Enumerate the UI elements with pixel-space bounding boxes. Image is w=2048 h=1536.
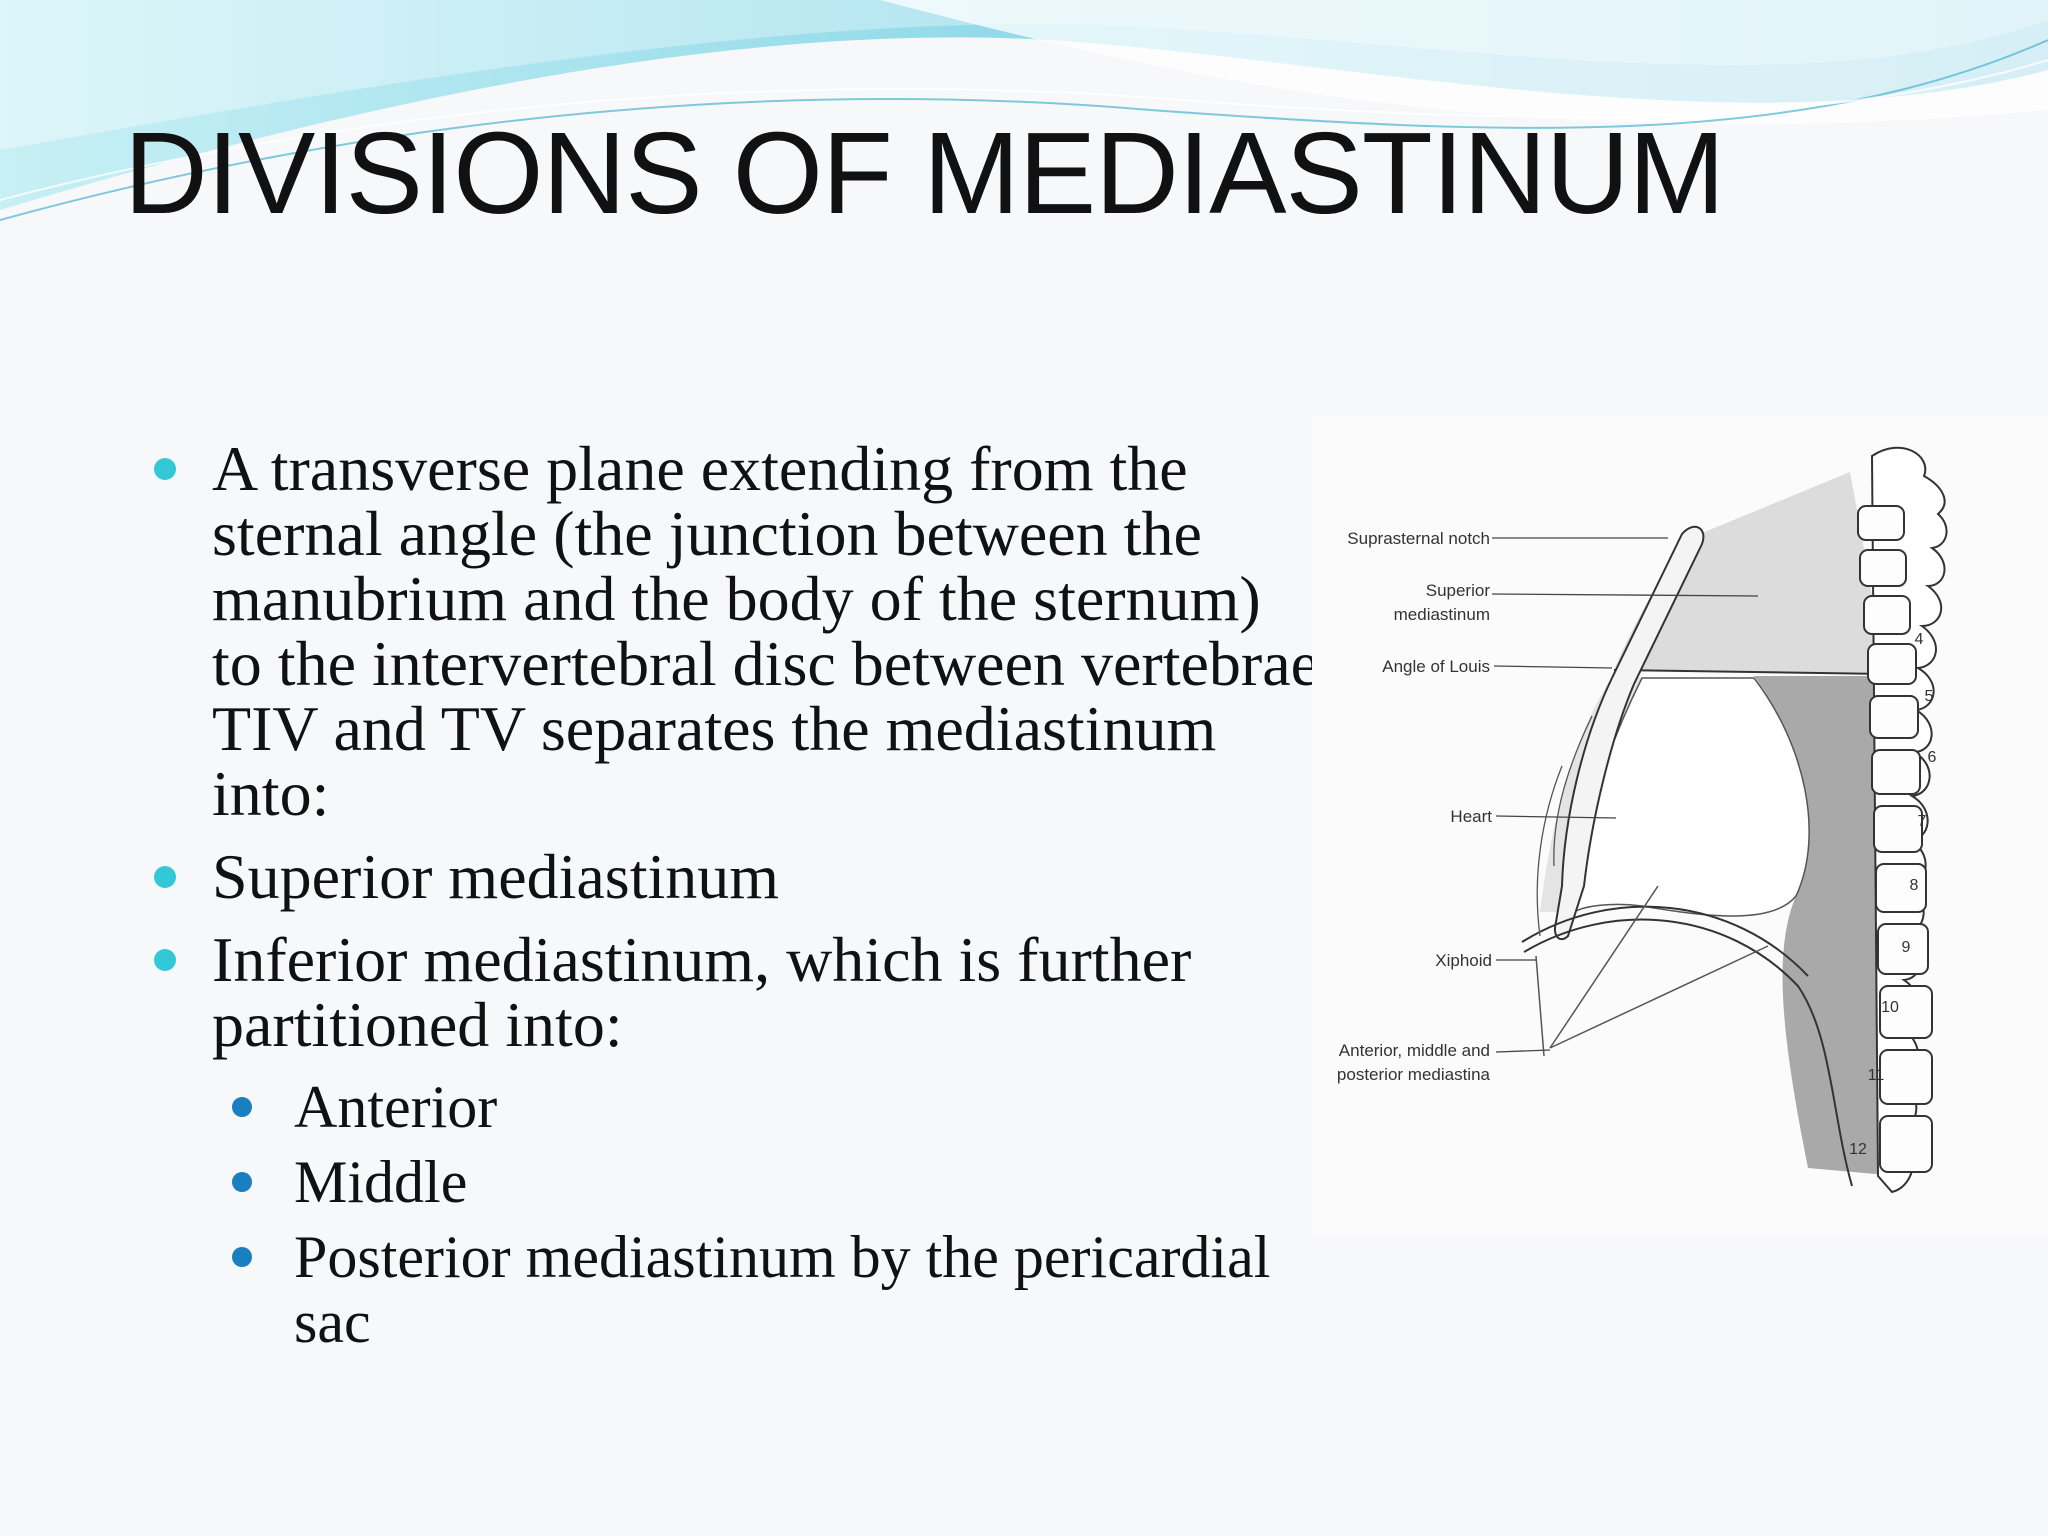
bullet-text: Inferior mediastinum, which is further p… — [212, 924, 1192, 1060]
label-angle-of-louis: Angle of Louis — [1382, 657, 1490, 676]
wave-banner — [0, 0, 2048, 221]
vertebra-number-9: 9 — [1902, 939, 1911, 956]
label-suprasternal-notch: Suprasternal notch — [1347, 529, 1490, 548]
subbullet-dot-icon — [232, 1172, 252, 1192]
mediastinum-diagram: 4 5 6 7 8 9 10 11 12 Supraster — [1312, 416, 2048, 1236]
posterior-mediastinum-region — [1754, 676, 1898, 1176]
bullet-superior-mediastinum: Superior mediastinum — [150, 844, 1320, 909]
bullet-text: Posterior mediastinum by the pericardial… — [294, 1224, 1271, 1355]
bullet-list: A transverse plane extending from the st… — [150, 436, 1320, 1355]
vertebra-number-12: 12 — [1849, 1141, 1867, 1158]
vertebra-number-11: 11 — [1868, 1067, 1885, 1084]
label-heart: Heart — [1450, 807, 1492, 826]
vertebra-number-5: 5 — [1925, 688, 1934, 705]
subbullet-anterior: Anterior — [232, 1075, 1320, 1140]
superior-mediastinum-region — [1614, 472, 1884, 674]
subbullet-dot-icon — [232, 1097, 252, 1117]
label-inferior-mediastina-1: Anterior, middle and — [1339, 1041, 1490, 1060]
bullet-transverse-plane: A transverse plane extending from the st… — [150, 436, 1320, 826]
diagram-svg: 4 5 6 7 8 9 10 11 12 Supraster — [1312, 416, 2048, 1236]
label-superior-mediastinum-1: Superior — [1426, 581, 1491, 600]
bullet-text: Anterior — [294, 1074, 498, 1140]
vertebra-number-10: 10 — [1881, 999, 1899, 1016]
vertebra-number-8: 8 — [1910, 877, 1919, 894]
vertebra-number-7: 7 — [1918, 813, 1927, 830]
bullet-dot-icon — [154, 949, 176, 971]
bullet-dot-icon — [154, 458, 176, 480]
sternum-shape — [1554, 525, 1705, 941]
label-xiphoid: Xiphoid — [1435, 951, 1492, 970]
label-inferior-mediastina-2: posterior mediastina — [1337, 1065, 1491, 1084]
vertebral-column — [1857, 446, 1948, 1194]
bullet-inferior-mediastinum: Inferior mediastinum, which is further p… — [150, 927, 1320, 1057]
content-area: A transverse plane extending from the st… — [150, 436, 1320, 1365]
slide-title: DIVISIONS OF MEDIASTINUM — [124, 108, 1725, 238]
subbullet-middle: Middle — [232, 1150, 1320, 1215]
diagram-labels: Suprasternal notch Superior mediastinum … — [1337, 529, 1492, 1084]
bullet-dot-icon — [154, 866, 176, 888]
bullet-text: A transverse plane extending from the st… — [212, 433, 1319, 829]
vertebra-number-6: 6 — [1928, 749, 1937, 766]
subbullet-dot-icon — [232, 1247, 252, 1267]
bullet-text: Superior mediastinum — [212, 841, 780, 912]
label-superior-mediastinum-2: mediastinum — [1394, 605, 1490, 624]
subbullet-posterior: Posterior mediastinum by the pericardial… — [232, 1225, 1320, 1355]
vertebra-number-labels: 4 5 6 7 8 9 10 11 12 — [1849, 631, 1936, 1158]
bullet-text: Middle — [294, 1149, 468, 1215]
vertebra-number-4: 4 — [1915, 631, 1924, 648]
